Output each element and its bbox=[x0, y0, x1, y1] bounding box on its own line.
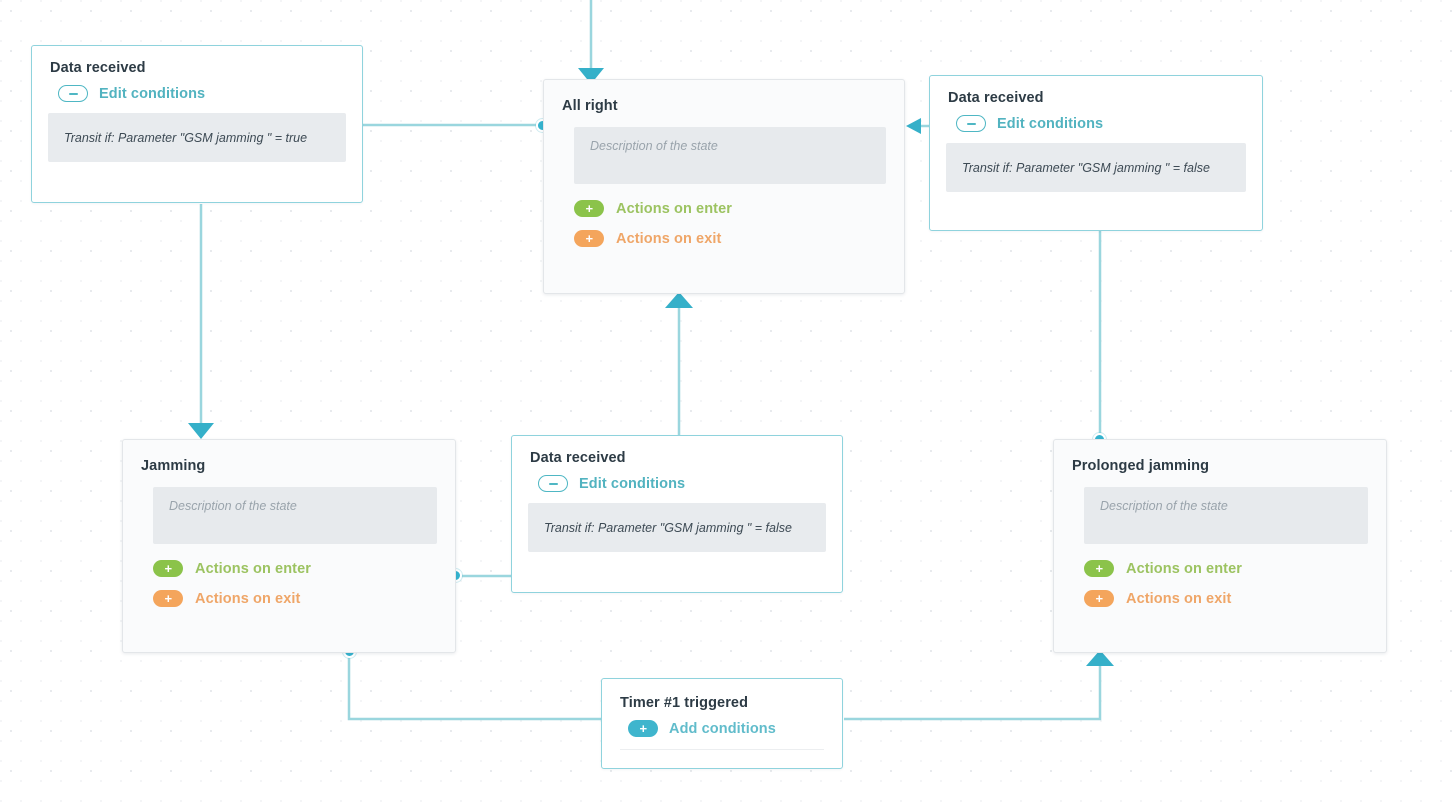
arrowhead-left-all-right bbox=[906, 118, 921, 134]
state-description-placeholder: Description of the state bbox=[590, 139, 718, 153]
add-conditions-label: Add conditions bbox=[669, 720, 776, 737]
plus-pill-orange-icon: + bbox=[574, 230, 604, 247]
actions-on-exit-label: Actions on exit bbox=[1126, 590, 1232, 607]
edit-conditions-button[interactable]: Edit conditions bbox=[930, 106, 1262, 132]
plus-pill-green-icon: + bbox=[574, 200, 604, 217]
divider bbox=[620, 749, 824, 750]
transit-condition-box[interactable]: Transit if: Parameter "GSM jamming " = f… bbox=[528, 503, 826, 552]
edit-conditions-label: Edit conditions bbox=[579, 475, 686, 492]
state-description-field[interactable]: Description of the state bbox=[574, 127, 886, 184]
transition-node-data-received-left[interactable]: Data received Edit conditions Transit if… bbox=[31, 45, 363, 203]
add-conditions-button[interactable]: + Add conditions bbox=[602, 711, 842, 737]
actions-on-enter-label: Actions on enter bbox=[616, 200, 732, 217]
tilde-pill-icon bbox=[538, 475, 568, 492]
node-title: Data received bbox=[948, 90, 1044, 106]
node-title: Timer #1 triggered bbox=[620, 695, 749, 711]
transition-node-timer-triggered[interactable]: Timer #1 triggered + Add conditions bbox=[601, 678, 843, 769]
plus-pill-green-icon: + bbox=[153, 560, 183, 577]
state-description-placeholder: Description of the state bbox=[1100, 499, 1228, 513]
edge-jamming-to-timer bbox=[347, 657, 601, 721]
transit-condition-text: Transit if: Parameter "GSM jamming " = t… bbox=[64, 130, 308, 145]
state-node-jamming[interactable]: Jamming Description of the state + Actio… bbox=[122, 439, 456, 653]
node-title: Data received bbox=[50, 60, 146, 76]
transit-condition-box[interactable]: Transit if: Parameter "GSM jamming " = t… bbox=[48, 113, 346, 162]
node-title: All right bbox=[562, 98, 618, 114]
actions-on-enter-label: Actions on enter bbox=[195, 560, 311, 577]
transit-condition-text: Transit if: Parameter "GSM jamming " = f… bbox=[544, 520, 792, 535]
transit-condition-text: Transit if: Parameter "GSM jamming " = f… bbox=[962, 160, 1210, 175]
transition-node-data-received-right[interactable]: Data received Edit conditions Transit if… bbox=[929, 75, 1263, 231]
actions-on-exit-button[interactable]: + Actions on exit bbox=[1054, 590, 1386, 607]
edit-conditions-button[interactable]: Edit conditions bbox=[32, 76, 362, 102]
arrowhead-down-jamming bbox=[188, 423, 214, 439]
plus-pill-orange-icon: + bbox=[153, 590, 183, 607]
transition-node-data-received-middle[interactable]: Data received Edit conditions Transit if… bbox=[511, 435, 843, 593]
node-title: Data received bbox=[530, 450, 626, 466]
state-node-prolonged-jamming[interactable]: Prolonged jamming Description of the sta… bbox=[1053, 439, 1387, 653]
node-title: Prolonged jamming bbox=[1072, 458, 1210, 474]
actions-on-exit-label: Actions on exit bbox=[616, 230, 722, 247]
state-node-all-right[interactable]: All right Description of the state + Act… bbox=[543, 79, 905, 294]
plus-pill-green-icon: + bbox=[1084, 560, 1114, 577]
tilde-pill-icon bbox=[58, 85, 88, 102]
state-description-placeholder: Description of the state bbox=[169, 499, 297, 513]
actions-on-exit-label: Actions on exit bbox=[195, 590, 301, 607]
state-description-field[interactable]: Description of the state bbox=[153, 487, 437, 544]
node-title: Jamming bbox=[141, 458, 206, 474]
edge-timer-to-prolonged bbox=[844, 666, 1102, 721]
actions-on-exit-button[interactable]: + Actions on exit bbox=[544, 230, 904, 247]
edit-conditions-button[interactable]: Edit conditions bbox=[512, 466, 842, 492]
actions-on-exit-button[interactable]: + Actions on exit bbox=[123, 590, 455, 607]
arrowhead-up-all-right bbox=[665, 292, 693, 308]
actions-on-enter-button[interactable]: + Actions on enter bbox=[1054, 560, 1386, 577]
transit-condition-box[interactable]: Transit if: Parameter "GSM jamming " = f… bbox=[946, 143, 1246, 192]
actions-on-enter-button[interactable]: + Actions on enter bbox=[123, 560, 455, 577]
tilde-pill-icon bbox=[956, 115, 986, 132]
edit-conditions-label: Edit conditions bbox=[99, 85, 206, 102]
state-description-field[interactable]: Description of the state bbox=[1084, 487, 1368, 544]
plus-pill-icon: + bbox=[628, 720, 658, 737]
actions-on-enter-button[interactable]: + Actions on enter bbox=[544, 200, 904, 217]
edit-conditions-label: Edit conditions bbox=[997, 115, 1104, 132]
actions-on-enter-label: Actions on enter bbox=[1126, 560, 1242, 577]
plus-pill-orange-icon: + bbox=[1084, 590, 1114, 607]
